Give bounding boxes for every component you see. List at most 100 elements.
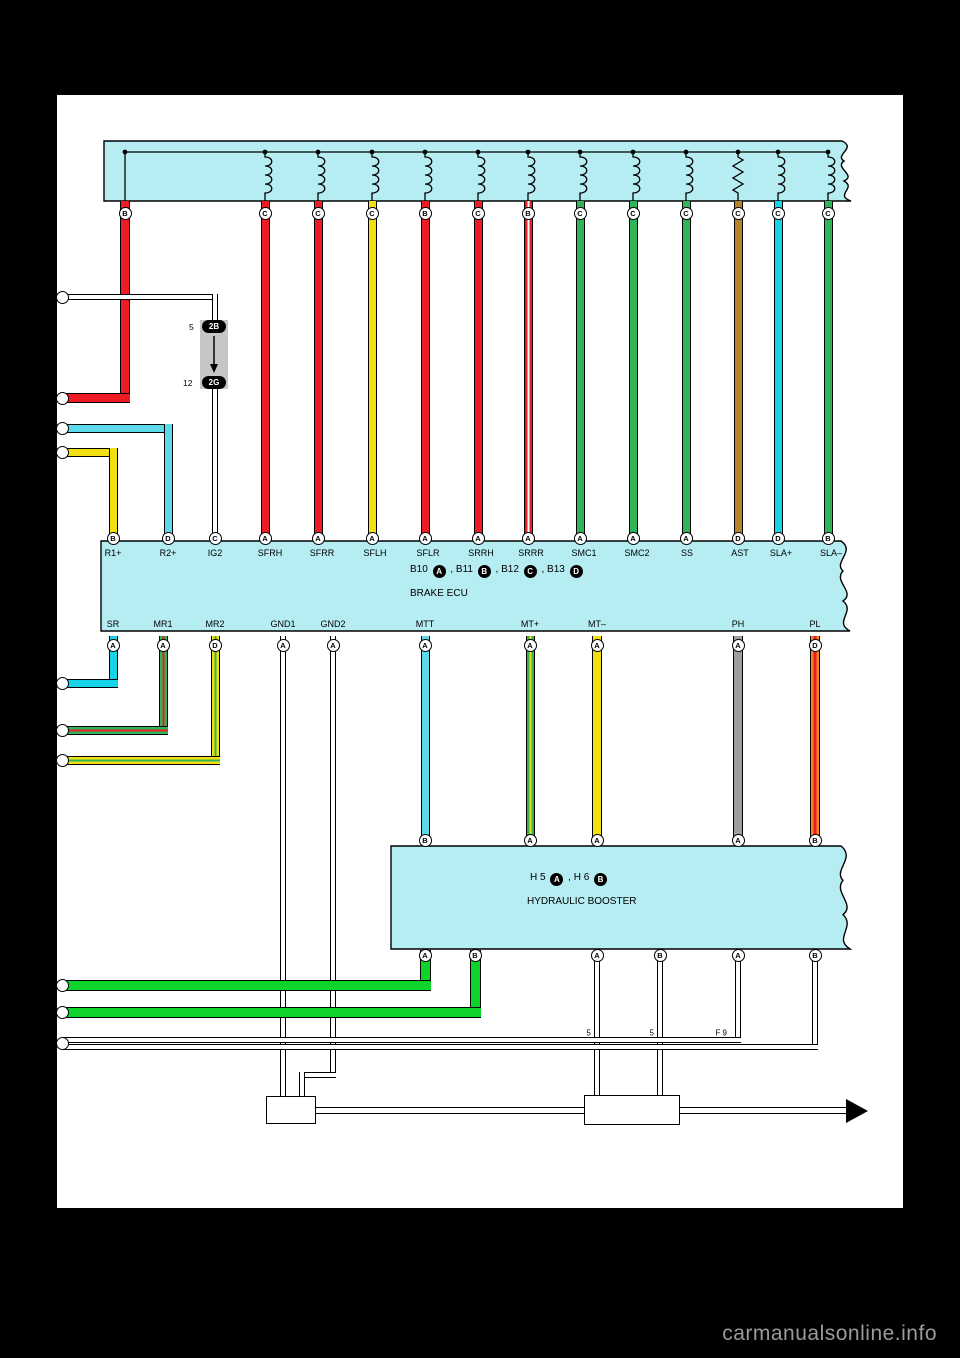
terminal-a: A bbox=[311, 531, 325, 545]
terminal-a: A bbox=[590, 638, 604, 652]
wire-ph bbox=[733, 636, 743, 843]
wire-r1-plus bbox=[108, 447, 118, 539]
terminal-c: C bbox=[771, 206, 785, 220]
wire-ground-bus bbox=[283, 1106, 848, 1114]
ecu-pin-smc1: SMC1 bbox=[571, 548, 597, 558]
wire-relay-feed bbox=[63, 393, 130, 403]
terminal-a: A bbox=[679, 531, 693, 545]
ecu-connector-refs: B10 A , B11 B , B12 C , B13 D bbox=[410, 564, 585, 578]
connector-ref-code: H 6 bbox=[573, 872, 593, 883]
ecu-pin-smc2: SMC2 bbox=[624, 548, 650, 558]
wire-gnd1 bbox=[280, 636, 286, 1108]
brake-ecu-band-shape bbox=[100, 540, 851, 632]
terminal-a: A bbox=[590, 833, 604, 847]
terminal-a: A bbox=[523, 638, 537, 652]
page-link-connector-icon bbox=[56, 445, 69, 459]
connector-ref-separator: , bbox=[492, 564, 502, 575]
connector-ref-separator: , bbox=[565, 872, 574, 883]
terminal-a: A bbox=[521, 531, 535, 545]
page-link-connector-icon bbox=[56, 978, 69, 992]
connector-ref-code: B11 bbox=[455, 564, 476, 575]
wire-sflr bbox=[420, 201, 430, 539]
ground-block bbox=[266, 1096, 316, 1124]
ecu-pin-r1+: R1+ bbox=[104, 548, 122, 558]
terminal-a: A bbox=[276, 638, 290, 652]
ecu-pin-mr2: MR2 bbox=[205, 619, 225, 629]
terminal-b: B bbox=[821, 531, 835, 545]
terminal-c: C bbox=[471, 206, 485, 220]
wire-booster-out-b1 bbox=[469, 950, 481, 1018]
terminal-c: C bbox=[258, 206, 272, 220]
terminal-a: A bbox=[731, 833, 745, 847]
terminal-b: B bbox=[118, 206, 132, 220]
wire-ast bbox=[733, 201, 743, 539]
ecu-pin-mt+: MT+ bbox=[520, 619, 540, 629]
terminal-b: B bbox=[808, 833, 822, 847]
junction-arrow-icon bbox=[210, 336, 218, 373]
terminal-c: C bbox=[731, 206, 745, 220]
connector-ref-letter: C bbox=[523, 565, 537, 578]
terminal-a: A bbox=[418, 638, 432, 652]
terminal-b: B bbox=[808, 948, 822, 962]
connector-ref-letter: A bbox=[432, 565, 446, 578]
connector-ref-letter: B bbox=[594, 873, 608, 886]
terminal-b: B bbox=[468, 948, 482, 962]
wire-sla-plus bbox=[773, 201, 783, 539]
wire-ss bbox=[681, 201, 691, 539]
terminal-a: A bbox=[523, 833, 537, 847]
ecu-pin-sflh: SFLH bbox=[363, 548, 387, 558]
connector-ref-code: B13 bbox=[547, 564, 568, 575]
ground-block bbox=[584, 1095, 680, 1125]
terminal-a: A bbox=[471, 531, 485, 545]
wire-r2-plus bbox=[63, 423, 173, 433]
terminal-c: C bbox=[311, 206, 325, 220]
wire-sr bbox=[108, 636, 118, 688]
splice-label: 5 bbox=[586, 1028, 591, 1038]
ecu-name: BRAKE ECU bbox=[410, 588, 468, 599]
solenoid-box-band bbox=[103, 140, 852, 202]
wire-booster-out-a1 bbox=[419, 950, 431, 991]
wire-mt-minus bbox=[592, 636, 602, 843]
connector-ref-code: B10 bbox=[410, 564, 431, 575]
wire-mr2 bbox=[210, 636, 220, 765]
wire-smc2 bbox=[628, 201, 638, 539]
terminal-a: A bbox=[418, 948, 432, 962]
terminal-c: C bbox=[365, 206, 379, 220]
connector-ref-letter: B bbox=[477, 565, 491, 578]
terminal-c: C bbox=[208, 531, 222, 545]
ecu-pin-ast: AST bbox=[731, 548, 749, 558]
wire-smc1 bbox=[575, 201, 585, 539]
solenoid-box-band-shape bbox=[103, 140, 852, 202]
page-link-connector-icon bbox=[56, 723, 69, 737]
terminal-b: B bbox=[653, 948, 667, 962]
wire-mt-plus bbox=[525, 636, 535, 843]
wire-booster-out-b3 bbox=[812, 950, 818, 1050]
connector-ref-letter: D bbox=[569, 565, 583, 578]
terminal-c: C bbox=[626, 206, 640, 220]
terminal-d: D bbox=[731, 531, 745, 545]
wire-pl bbox=[810, 636, 820, 843]
terminal-d: D bbox=[771, 531, 785, 545]
page-link-connector-icon bbox=[56, 1036, 69, 1050]
brake-ecu-band bbox=[100, 540, 851, 632]
ecu-pin-sfrr: SFRR bbox=[309, 548, 335, 558]
page-link-connector-icon bbox=[56, 1005, 69, 1019]
connector-ref-separator: , bbox=[538, 564, 548, 575]
terminal-c: C bbox=[573, 206, 587, 220]
terminal-b: B bbox=[106, 531, 120, 545]
wire-r2-plus bbox=[163, 423, 173, 539]
junction-connector-2b: 2B bbox=[202, 320, 226, 333]
booster-name: HYDRAULIC BOOSTER bbox=[527, 896, 637, 907]
wire-mtt bbox=[420, 636, 430, 843]
terminal-a: A bbox=[573, 531, 587, 545]
junction-connector-2g: 2G bbox=[202, 376, 226, 389]
terminal-c: C bbox=[679, 206, 693, 220]
page-link-connector-icon bbox=[56, 676, 69, 690]
connector-ref-letter: A bbox=[550, 873, 564, 886]
terminal-a: A bbox=[156, 638, 170, 652]
wire-mr1 bbox=[158, 636, 168, 735]
ecu-pin-pl: PL bbox=[809, 619, 821, 629]
ecu-pin-gnd1: GND1 bbox=[270, 619, 296, 629]
booster-connector-refs: H 5 A , H 6 B bbox=[530, 872, 609, 886]
